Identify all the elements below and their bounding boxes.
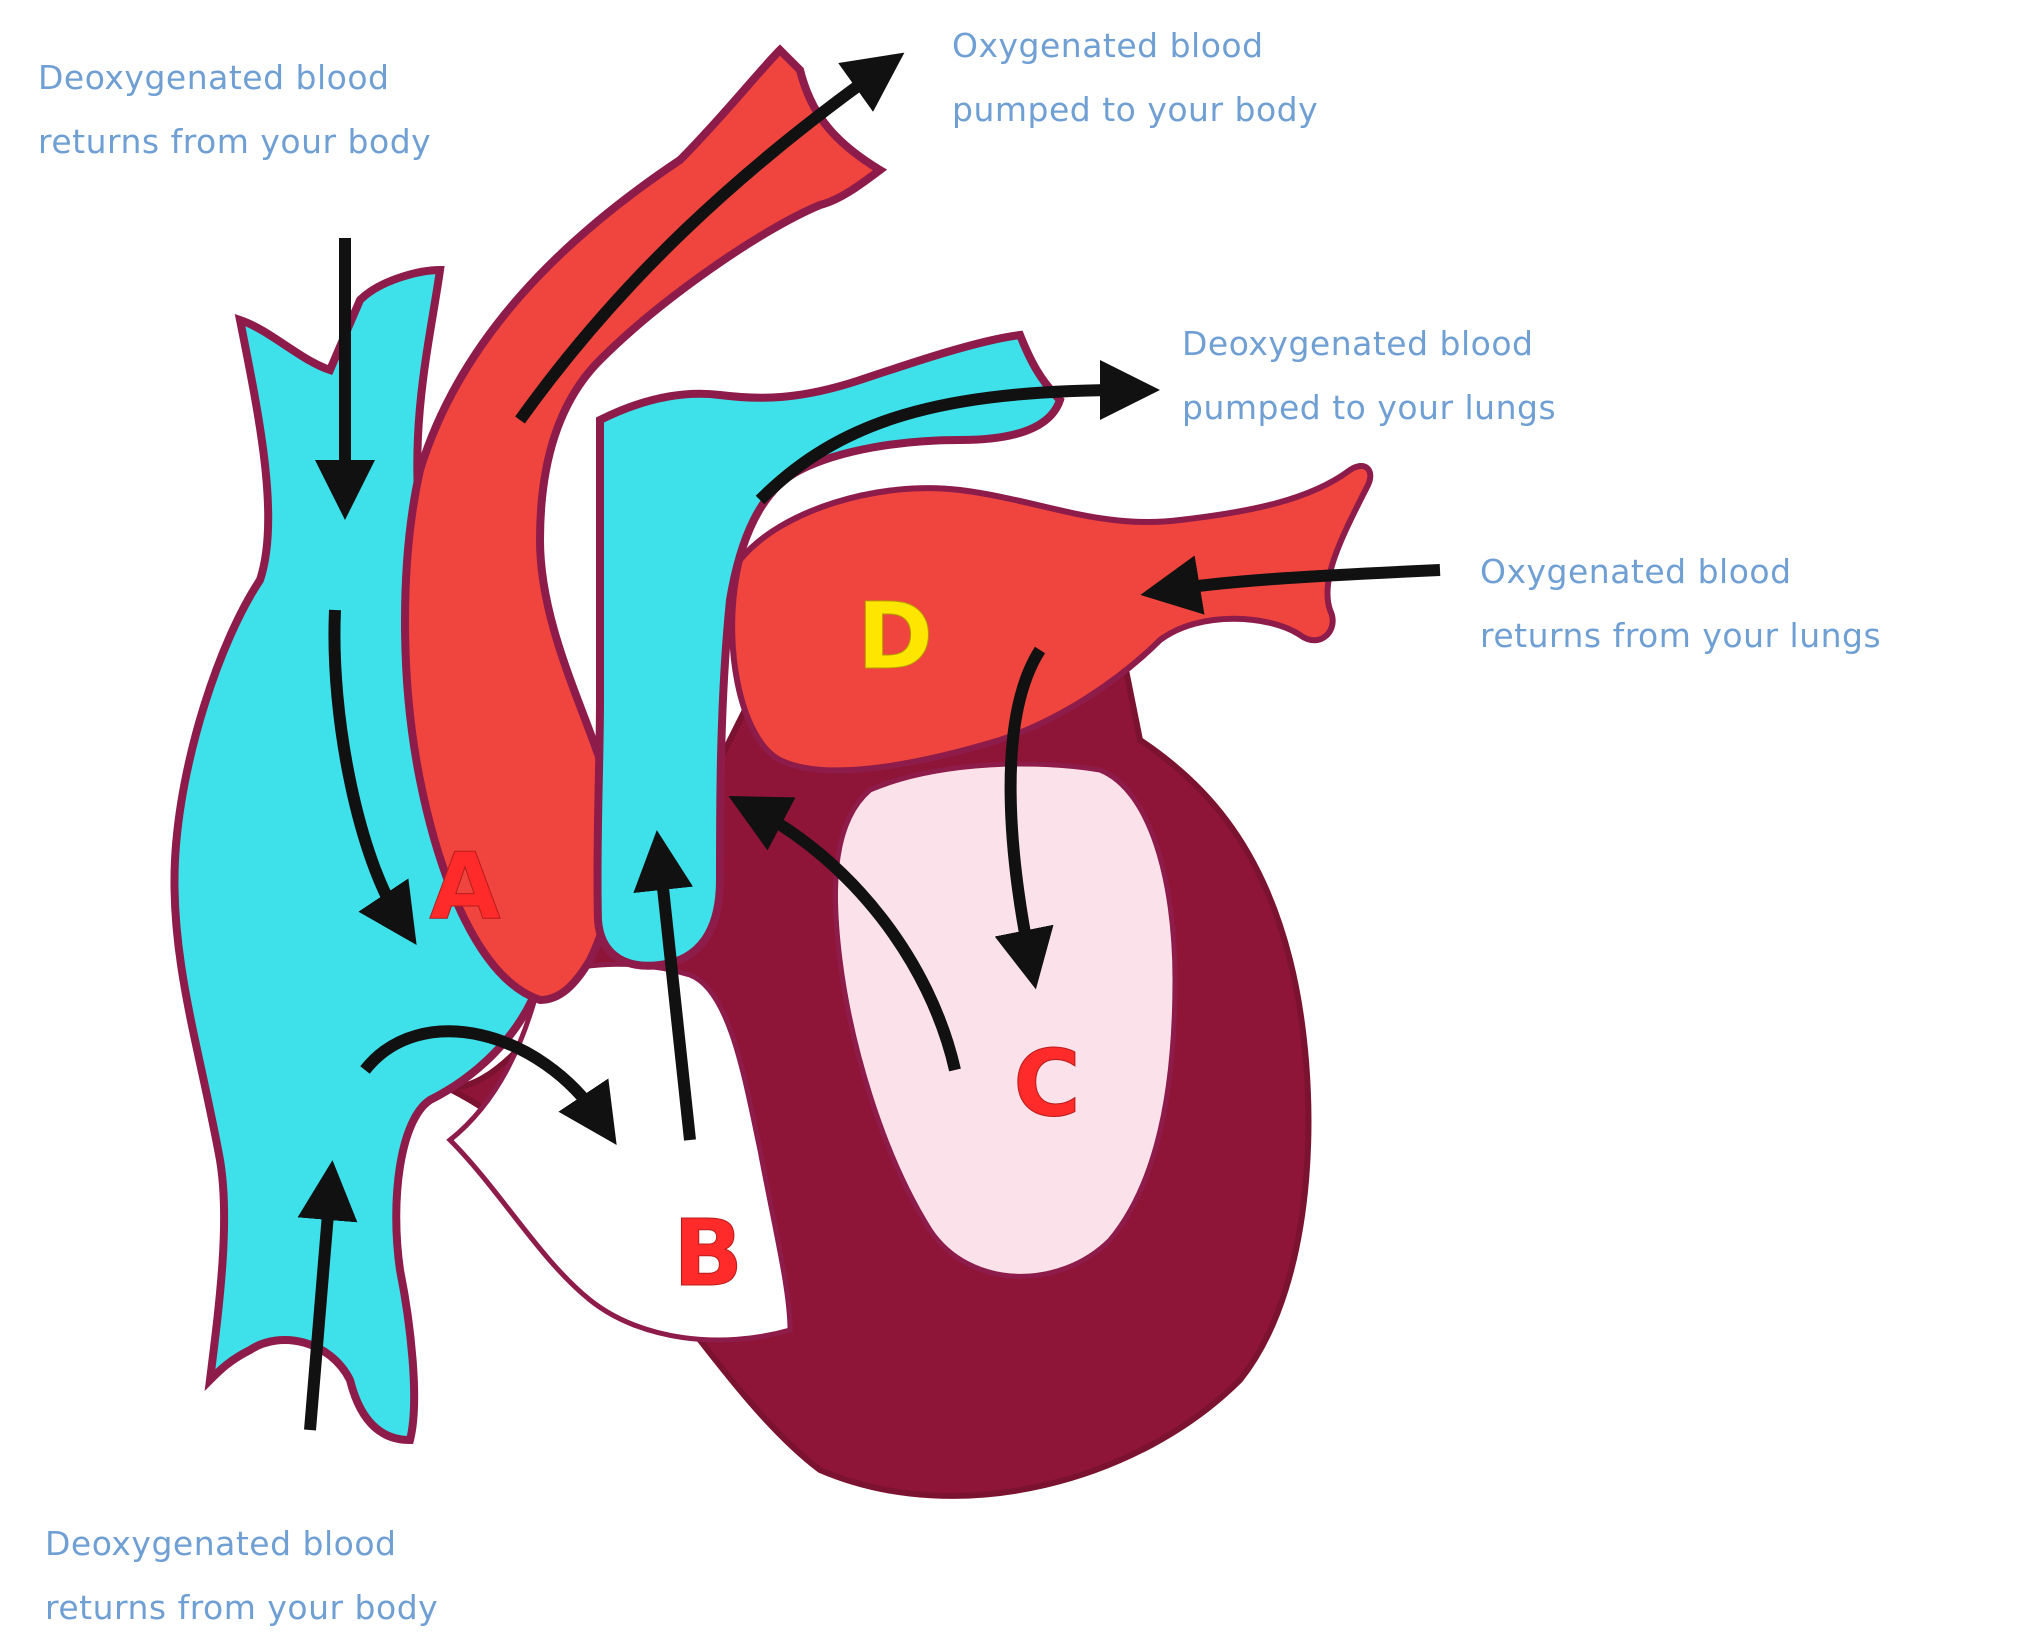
caption-line: pumped to your body xyxy=(952,78,1318,142)
caption-body-return-top: Deoxygenated blood returns from your bod… xyxy=(38,46,431,174)
caption-pulmonary-out: Deoxygenated blood pumped to your lungs xyxy=(1182,312,1556,440)
chamber-label-a: A xyxy=(429,833,500,940)
caption-line: returns from your body xyxy=(45,1576,438,1640)
chamber-label-c: C xyxy=(1013,1030,1081,1137)
caption-line: returns from your lungs xyxy=(1480,604,1881,668)
caption-line: Oxygenated blood xyxy=(952,14,1318,78)
caption-body-return-bottom: Deoxygenated blood returns from your bod… xyxy=(45,1512,438,1640)
caption-line: returns from your body xyxy=(38,110,431,174)
caption-lungs-return: Oxygenated blood returns from your lungs xyxy=(1480,540,1881,668)
caption-line: pumped to your lungs xyxy=(1182,376,1556,440)
caption-line: Oxygenated blood xyxy=(1480,540,1881,604)
caption-line: Deoxygenated blood xyxy=(45,1512,438,1576)
caption-aorta-out: Oxygenated blood pumped to your body xyxy=(952,14,1318,142)
caption-line: Deoxygenated blood xyxy=(38,46,431,110)
caption-line: Deoxygenated blood xyxy=(1182,312,1556,376)
chamber-label-d: D xyxy=(857,583,933,690)
chamber-label-b: B xyxy=(673,1200,743,1307)
